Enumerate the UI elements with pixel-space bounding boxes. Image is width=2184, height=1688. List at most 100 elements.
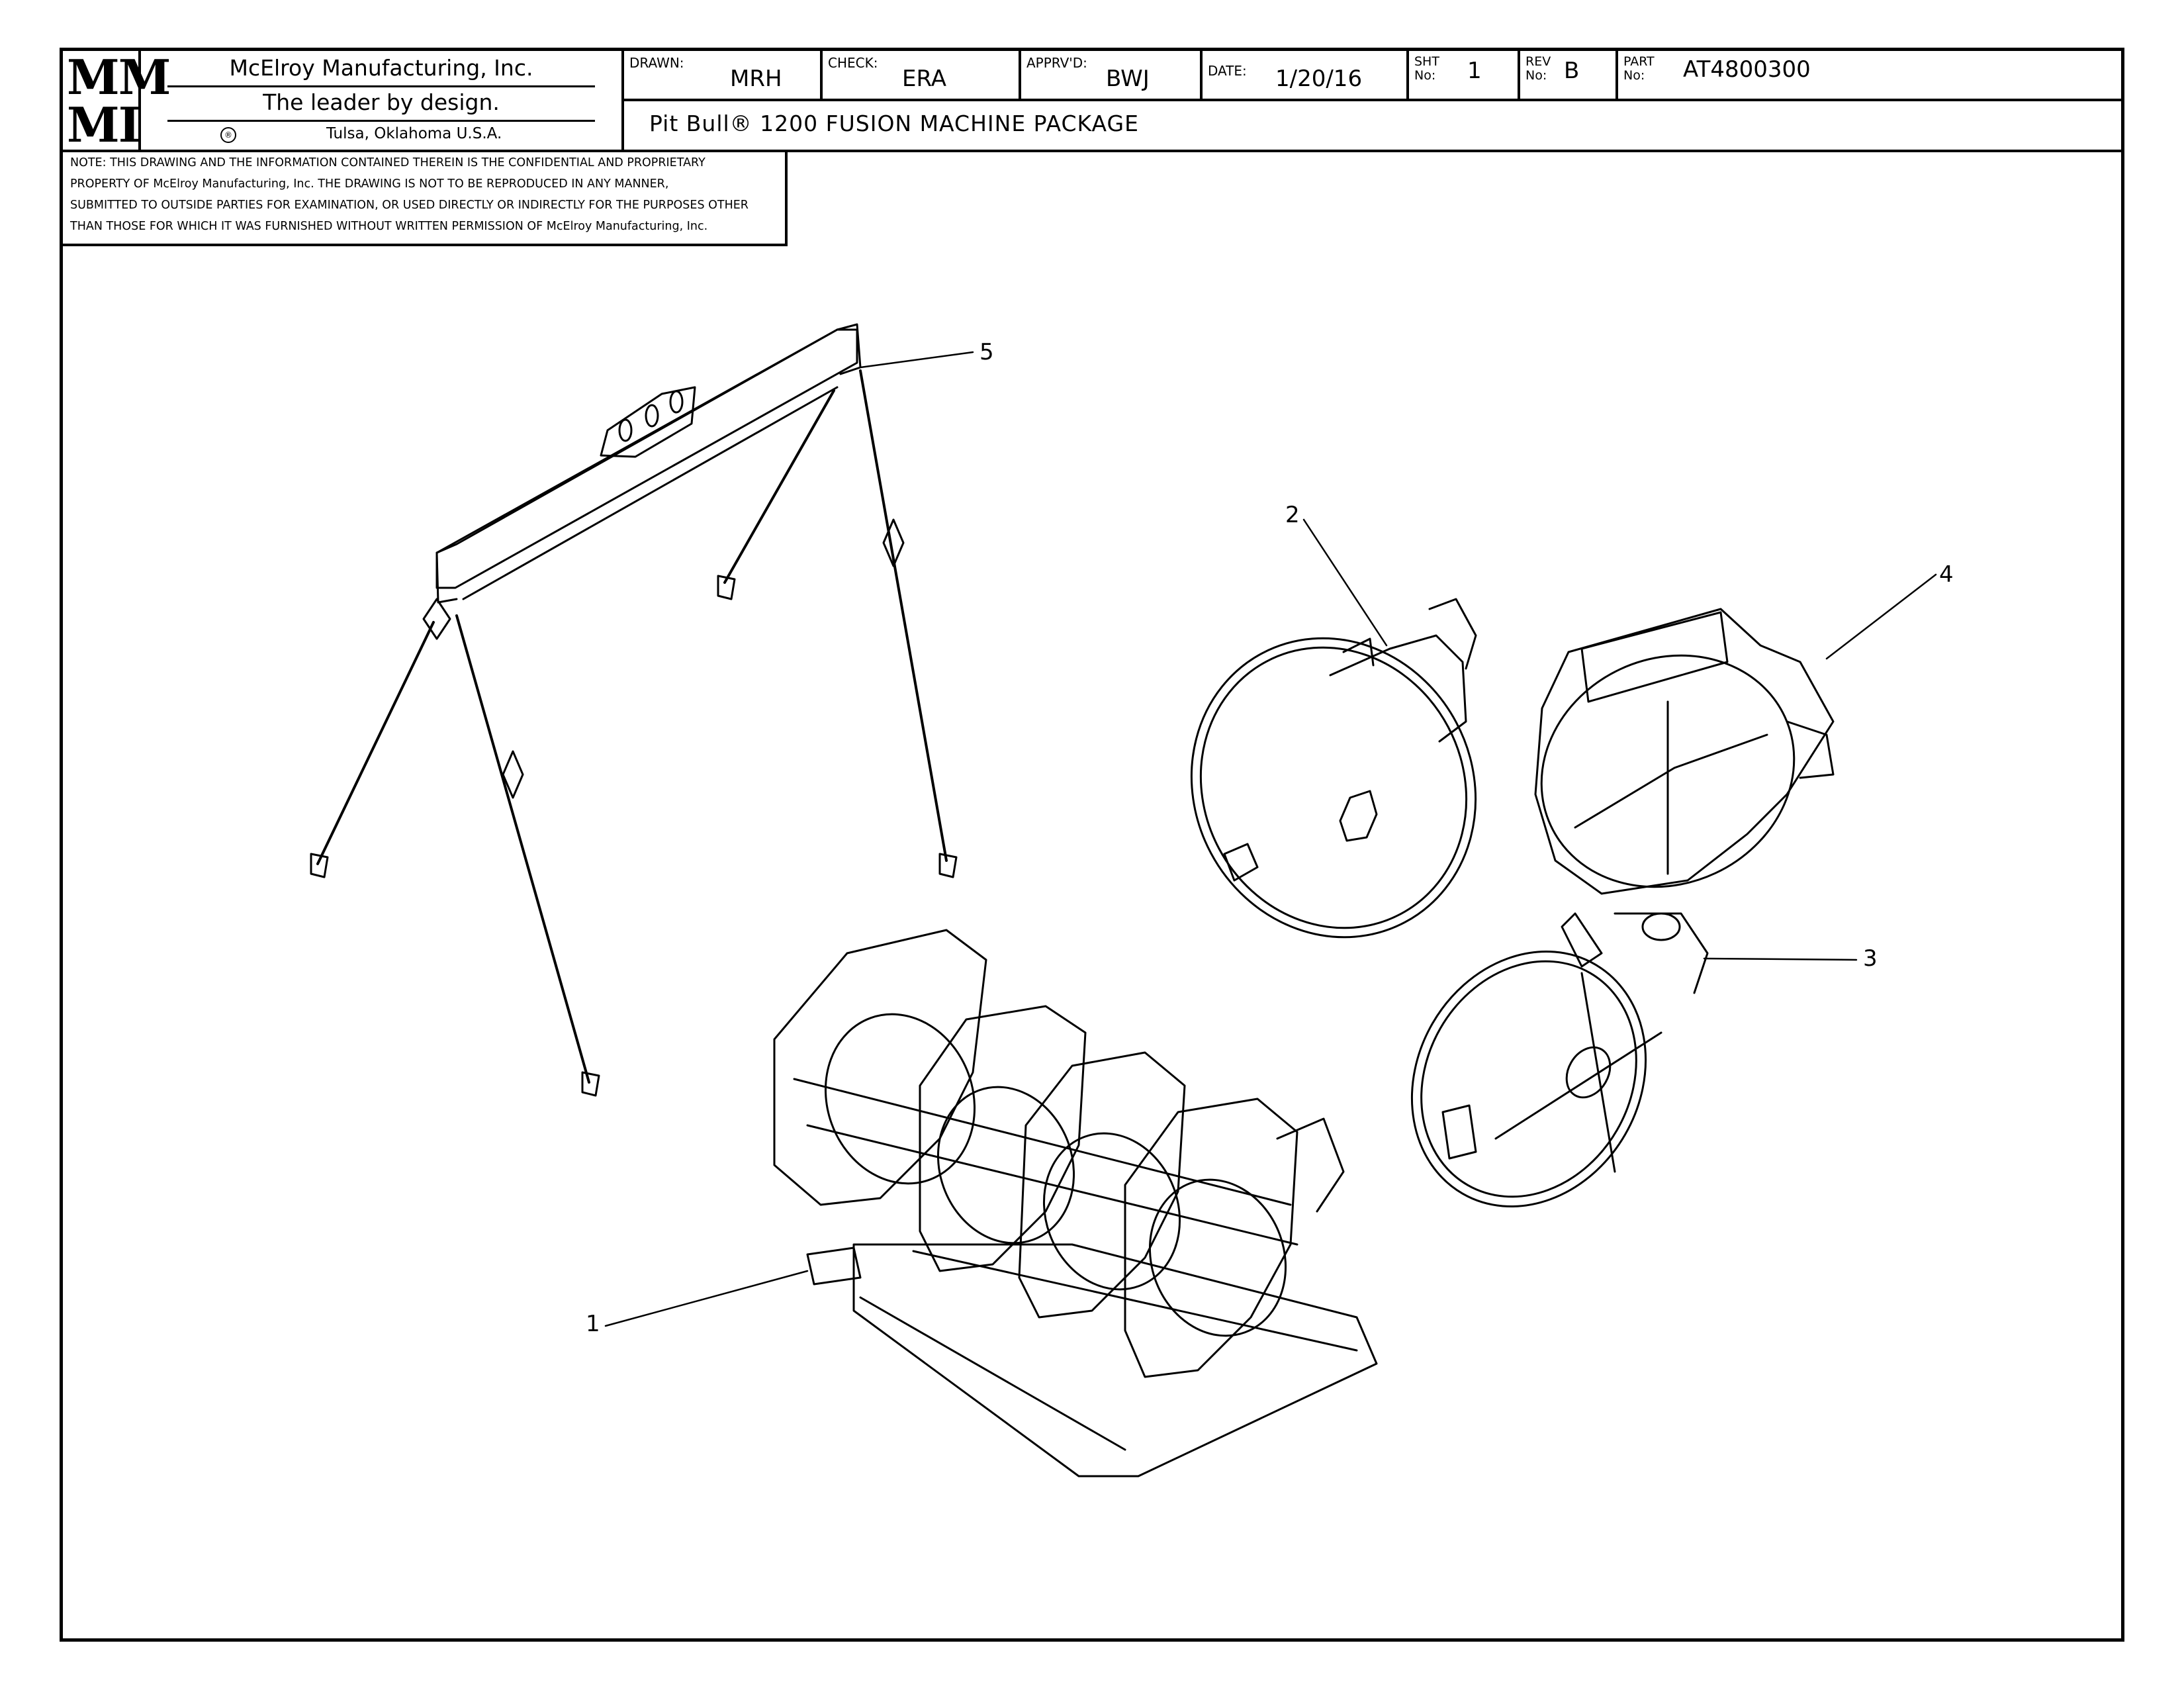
title-block: MM MI McElroy Manufacturing, Inc. The le… <box>60 48 2124 152</box>
date-cell: DATE: 1/20/16 <box>1203 51 1409 99</box>
company-name: McElroy Manufacturing, Inc. <box>229 55 533 81</box>
jaw-arch <box>1124 1098 1298 1378</box>
drawn-value: MRH <box>730 66 782 92</box>
jaw-arch <box>919 1005 1087 1272</box>
lifting-hole <box>645 404 659 428</box>
lifting-bar-rail <box>462 386 839 600</box>
lifting-bar-center-plate <box>600 386 696 458</box>
item-3-assembly <box>1410 912 1709 1207</box>
registered-mark: ® <box>220 127 236 143</box>
disc-foot <box>1223 843 1259 882</box>
jaw-frame <box>1534 608 1835 895</box>
check-value: ERA <box>902 66 946 92</box>
item-number-3: 3 <box>1863 945 1878 972</box>
sling-right-inner <box>723 389 835 584</box>
disc-foot <box>1441 1104 1477 1160</box>
item-number-5: 5 <box>979 339 994 365</box>
part-cell: PART No: AT4800300 <box>1618 51 2121 99</box>
guide-rod <box>806 1124 1298 1246</box>
logo-top-text: MM <box>67 49 171 105</box>
note-line: SUBMITTED TO OUTSIDE PARTIES FOR EXAMINA… <box>70 199 749 212</box>
hook <box>717 575 736 600</box>
support-block <box>806 1246 862 1286</box>
company-city: Tulsa, Oklahoma U.S.A. <box>326 125 502 142</box>
date-label: DATE: <box>1208 63 1247 79</box>
leader-lines <box>604 351 1937 1327</box>
company-logo: MM MI <box>63 51 171 153</box>
cylinder <box>1641 912 1681 941</box>
shackle <box>422 598 451 640</box>
leader-line-4 <box>1825 573 1937 660</box>
note-line: NOTE: THIS DRAWING AND THE INFORMATION C… <box>70 156 705 169</box>
sheet-cell: SHT No: 1 <box>1409 51 1520 99</box>
jaw-bore <box>1148 1178 1287 1337</box>
shackle <box>502 750 524 799</box>
lifting-hole <box>618 418 633 442</box>
item-number-2: 2 <box>1285 502 1300 528</box>
sling-left-outer <box>316 621 435 865</box>
leader-line-2 <box>1302 518 1388 647</box>
item-4-assembly <box>1534 608 1835 895</box>
hook <box>938 853 958 878</box>
jaw-arch <box>1018 1051 1186 1319</box>
hook <box>581 1071 600 1097</box>
drawn-cell: DRAWN: MRH <box>624 51 823 99</box>
carriage-base <box>852 1243 1378 1477</box>
drawn-label: DRAWN: <box>629 55 684 71</box>
disc-bracket <box>1342 637 1375 667</box>
note-line: THAN THOSE FOR WHICH IT WAS FURNISHED WI… <box>70 220 708 233</box>
rev-value: B <box>1564 58 1580 84</box>
disc <box>1190 637 1477 939</box>
disc-rim <box>1420 960 1637 1198</box>
tagline: The leader by design. <box>263 89 500 115</box>
date-value: 1/20/16 <box>1275 66 1363 92</box>
sling-left-inner <box>455 614 590 1084</box>
part-label: PART No: <box>1623 54 1655 83</box>
lifting-bar-assembly <box>310 323 958 1097</box>
item-number-1: 1 <box>586 1311 600 1337</box>
check-cell: CHECK: ERA <box>823 51 1021 99</box>
jaw-spoke <box>1574 733 1768 829</box>
disc-hub <box>1339 790 1378 842</box>
lifting-bar-end <box>836 323 862 375</box>
rev-cell: REV No: B <box>1520 51 1618 99</box>
leader-line-5 <box>859 351 974 369</box>
side-plate <box>1276 1117 1345 1213</box>
jaw-opening <box>1540 654 1796 888</box>
disc <box>1410 951 1647 1207</box>
part-value: AT4800300 <box>1683 56 1811 83</box>
jaw-bore <box>1042 1132 1181 1291</box>
rev-label: REV No: <box>1525 54 1551 83</box>
divider <box>167 120 595 122</box>
leader-line-3 <box>1703 957 1858 961</box>
hook <box>310 853 329 878</box>
disc-rim <box>1199 646 1468 929</box>
item-1-assembly <box>773 929 1378 1477</box>
disc-hub <box>1565 1046 1612 1099</box>
lifting-hole <box>669 390 684 414</box>
jaw-bore <box>936 1086 1075 1244</box>
disc-spoke <box>1580 972 1616 1173</box>
title-row: Pit Bull® 1200 FUSION MACHINE PACKAGE <box>624 99 2121 155</box>
lifting-bar-top-face <box>435 328 839 554</box>
approved-label: APPRV'D: <box>1026 55 1087 71</box>
disc-spoke <box>1494 1031 1662 1140</box>
disc-bracket <box>1329 634 1467 743</box>
confidentiality-note: NOTE: THIS DRAWING AND THE INFORMATION C… <box>60 150 788 246</box>
item-number-4: 4 <box>1939 561 1954 588</box>
drawing-title: Pit Bull® 1200 FUSION MACHINE PACKAGE <box>649 111 1139 136</box>
carriage-rail <box>912 1250 1358 1352</box>
sheet-value: 1 <box>1467 58 1482 84</box>
company-info: McElroy Manufacturing, Inc. The leader b… <box>141 51 624 152</box>
note-line: PROPERTY OF McElroy Manufacturing, Inc. … <box>70 177 669 191</box>
sheet-label: SHT No: <box>1414 54 1439 83</box>
disc-bracket <box>1614 912 1709 994</box>
logo-bottom-text: MI <box>67 97 140 153</box>
lifting-bar-end <box>435 551 458 604</box>
guide-rod <box>793 1078 1292 1206</box>
disc-ear <box>1561 912 1603 968</box>
jaw-top-block <box>1580 611 1729 703</box>
check-label: CHECK: <box>828 55 878 71</box>
carriage-rail <box>859 1296 1126 1451</box>
